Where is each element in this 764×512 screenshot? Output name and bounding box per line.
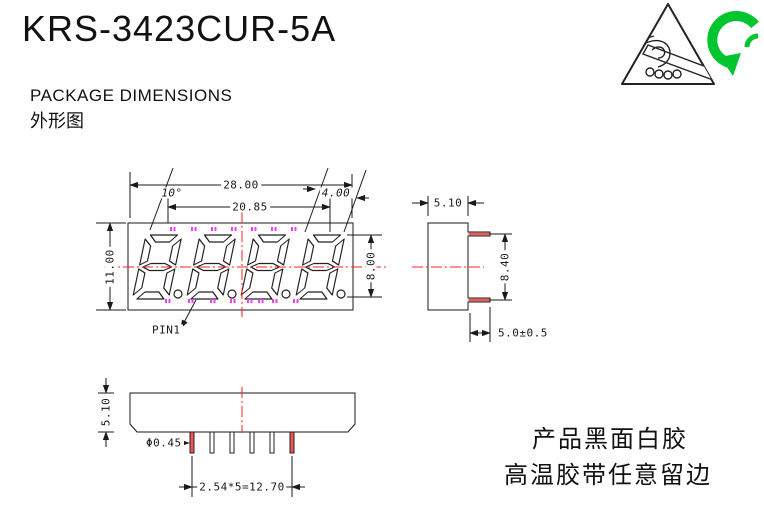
dim-pin-pitch: 2.54*5=12.70 bbox=[197, 480, 287, 494]
dim-body-height: 5.10 bbox=[99, 395, 113, 429]
dim-body-thickness: 5.10 bbox=[431, 196, 465, 210]
note-line-2: 高温胶带任意留边 bbox=[504, 461, 712, 489]
side-view-pin-highlights bbox=[468, 232, 490, 302]
pin1-label: PIN1 bbox=[150, 323, 183, 337]
seven-segment-digits bbox=[131, 234, 346, 300]
dim-digit-offset: 4.00 bbox=[319, 186, 353, 200]
bottom-view-pins bbox=[189, 431, 295, 454]
dim-pin-length: 5.0±0.5 bbox=[496, 326, 550, 340]
dim-digit-height: 8.00 bbox=[364, 249, 378, 283]
dim-slant-angle: 10° bbox=[159, 186, 185, 200]
side-view-linework bbox=[412, 196, 512, 342]
note-line-1: 产品黑面白胶 bbox=[532, 425, 688, 453]
dim-pin-row-span: 8.40 bbox=[498, 250, 512, 284]
pin-number-marks bbox=[165, 227, 299, 303]
page-title: KRS-3423CUR-5A bbox=[22, 8, 337, 49]
bottom-view-linework bbox=[98, 378, 356, 497]
dim-overall-width: 28.00 bbox=[221, 178, 261, 192]
section-heading-cn: 外形图 bbox=[30, 111, 84, 132]
esd-warning-icon bbox=[621, 3, 715, 85]
front-centerlines bbox=[104, 212, 386, 317]
recycle-icon bbox=[707, 11, 759, 76]
section-heading: PACKAGE DIMENSIONS bbox=[30, 86, 233, 105]
dim-overall-height: 11.00 bbox=[103, 247, 117, 287]
dim-pin-diameter: Φ0.45 bbox=[144, 436, 184, 450]
dim-window-width: 20.85 bbox=[230, 200, 270, 214]
